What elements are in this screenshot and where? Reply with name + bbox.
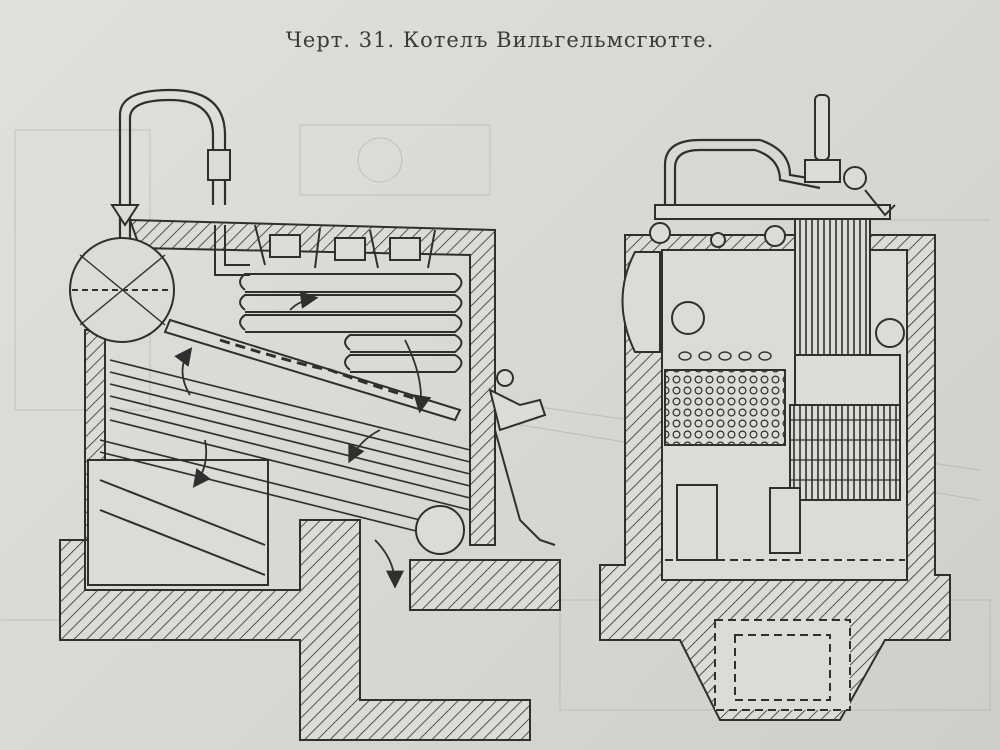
rear-header [488,388,547,432]
top-headers [214,224,436,276]
tube-bank-lower [789,404,901,501]
tube-bank-dots [664,369,786,446]
furnace-door-left [676,484,718,561]
figure-caption: Черт. 31. Котелъ Вильгельмсгютте. [285,28,715,52]
foundation [59,519,531,741]
side-section-view [59,88,561,741]
tube-row-ovals [678,351,772,361]
front-section-view [599,94,951,721]
superheater-coils [239,273,463,373]
gas-flow-arrows [174,290,432,589]
front-drum [621,251,661,353]
top-steam-pipe [663,138,821,205]
water-tube-bank [99,359,471,533]
furnace-door-right [769,487,801,554]
vertical-tube-bank [794,214,871,356]
top-header-pipe [654,204,891,220]
tube-bank-rows [790,419,900,481]
safety-valve [814,94,830,161]
mud-drum [415,505,465,555]
ash-hopper [714,619,851,711]
ash-pit-floor [409,559,561,611]
steam-pipe [118,88,227,238]
